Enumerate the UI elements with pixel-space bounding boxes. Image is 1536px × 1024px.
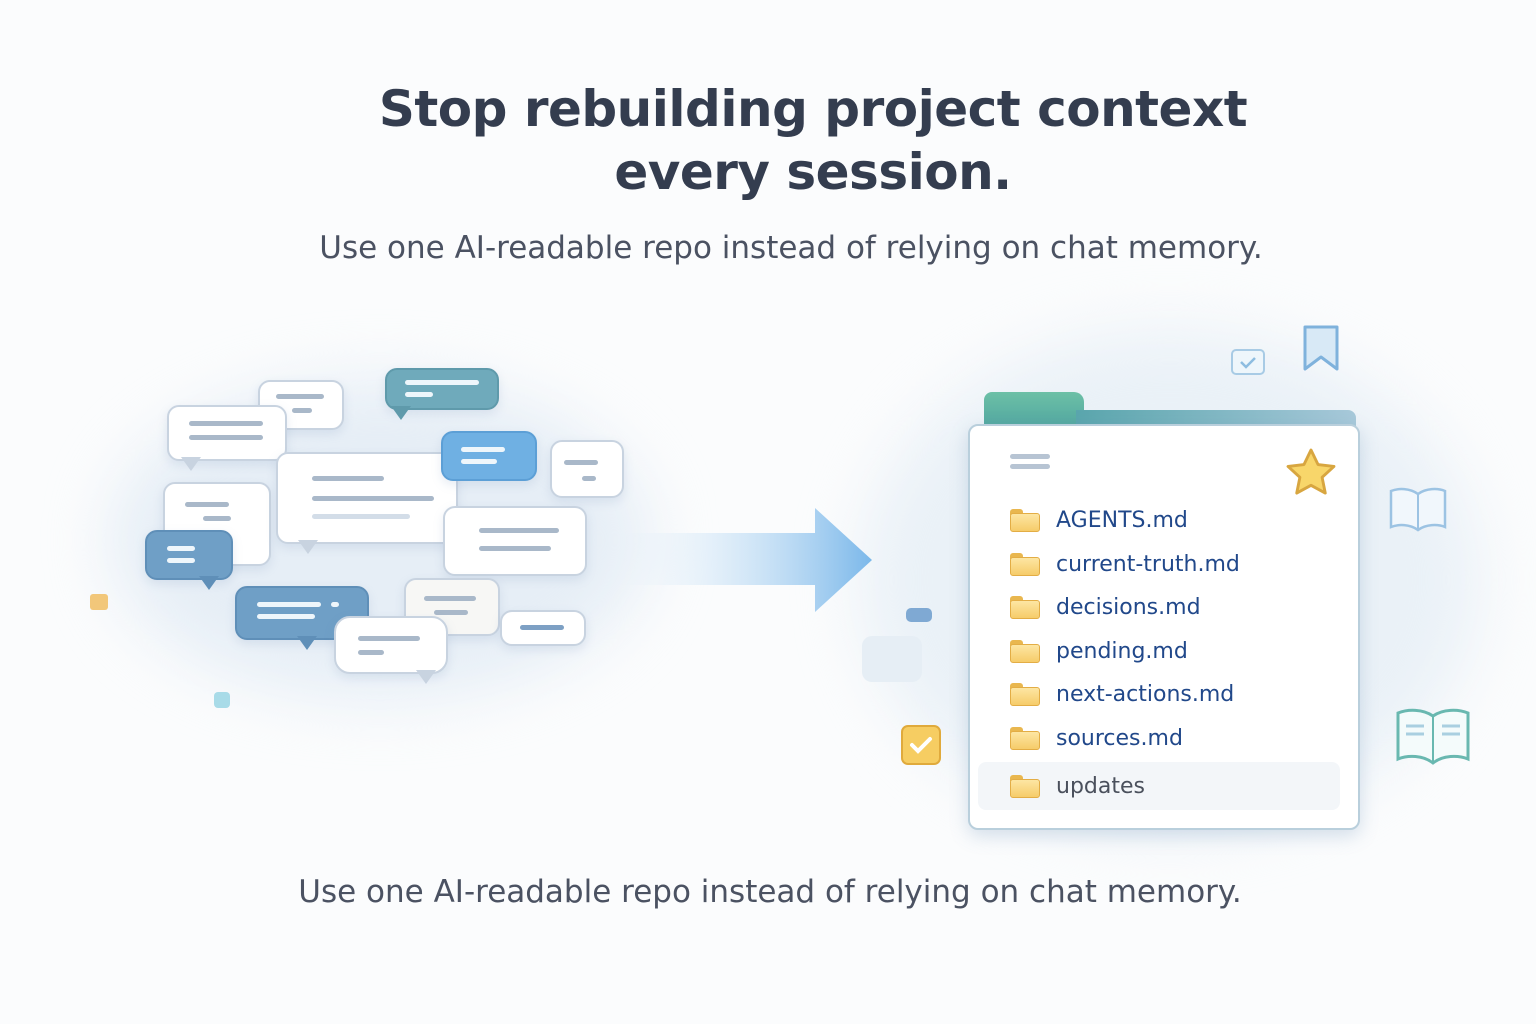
folder-icon <box>1010 640 1040 663</box>
chat-bubble <box>235 586 369 650</box>
bookmark-icon <box>1303 325 1339 371</box>
file-item-decisions[interactable]: decisions.md <box>1010 589 1201 625</box>
chat-bubble <box>550 440 624 498</box>
star-icon <box>1286 448 1336 495</box>
chat-bubble <box>500 610 586 646</box>
file-item-agents[interactable]: AGENTS.md <box>1010 502 1188 538</box>
title-line-1: Stop rebuilding project context <box>378 80 1248 138</box>
yellow-dot-decoration <box>90 594 108 610</box>
file-item-pending[interactable]: pending.md <box>1010 633 1188 669</box>
file-name: decisions.md <box>1056 594 1201 620</box>
checkbox-icon <box>901 725 941 765</box>
file-name: current-truth.md <box>1056 551 1240 577</box>
subtitle: Use one AI-readable repo instead of rely… <box>319 230 1263 266</box>
file-item-next-actions[interactable]: next-actions.md <box>1010 676 1234 712</box>
repo-card: AGENTS.md current-truth.md decisions.md … <box>968 424 1360 830</box>
folder-icon <box>1010 596 1040 619</box>
file-name: AGENTS.md <box>1056 507 1188 533</box>
folder-icon <box>1010 727 1040 750</box>
teal-dot-decoration <box>214 692 230 708</box>
check-icon <box>1231 349 1265 375</box>
folder-tab-strip <box>1076 410 1356 428</box>
chat-bubble <box>167 405 287 471</box>
chat-bubble <box>276 452 458 554</box>
chat-bubble <box>385 368 499 420</box>
folder-icon <box>1010 775 1040 798</box>
chat-bubble <box>145 530 233 590</box>
file-name: sources.md <box>1056 725 1183 751</box>
chat-bubble <box>441 431 537 481</box>
file-name: pending.md <box>1056 638 1188 664</box>
folder-icon <box>1010 509 1040 532</box>
chat-bubble <box>334 616 448 684</box>
title-line-2: every session. <box>614 143 1012 201</box>
page-title: Stop rebuilding project context every se… <box>0 78 1536 204</box>
file-item-current-truth[interactable]: current-truth.md <box>1010 546 1240 582</box>
file-item-sources[interactable]: sources.md <box>1010 720 1183 756</box>
book-icon <box>1389 487 1447 532</box>
file-name: updates <box>1056 773 1145 799</box>
folder-icon <box>1010 683 1040 706</box>
folder-icon <box>1010 553 1040 576</box>
file-item-updates[interactable]: updates <box>978 762 1340 810</box>
file-name: next-actions.md <box>1056 681 1235 707</box>
open-book-icon <box>1396 708 1470 765</box>
chat-bubble <box>443 506 587 576</box>
menu-icon[interactable] <box>1010 454 1050 459</box>
chat-bubble <box>404 578 500 636</box>
right-arrow-icon <box>610 508 872 612</box>
lock-icon <box>862 636 922 682</box>
menu-icon-line <box>1010 464 1050 469</box>
tag-icon <box>906 608 932 622</box>
caption: Use one AI-readable repo instead of rely… <box>298 874 1242 910</box>
